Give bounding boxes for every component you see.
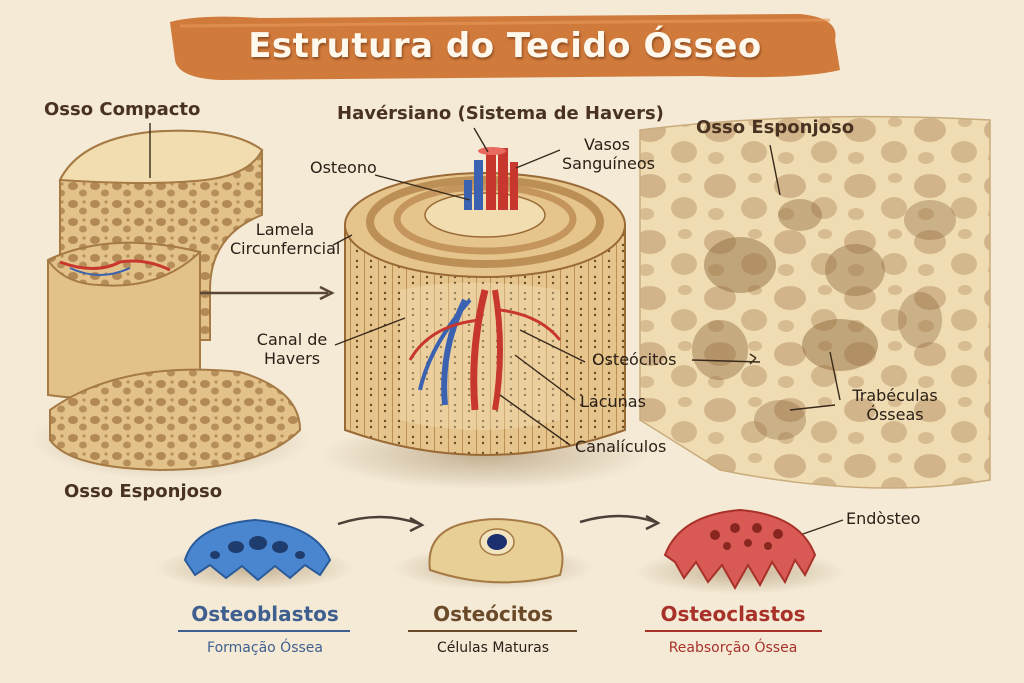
- label-canal-de-havers: Canal de Havers: [252, 330, 332, 368]
- label-osteocitos-mid: Osteócitos: [592, 350, 677, 369]
- label-canaliculos: Canalículos: [575, 437, 667, 456]
- label-trabeculas: Trabéculas Ósseas: [840, 386, 950, 424]
- label-lamela-line1: Lamela: [255, 220, 315, 239]
- arrow-osteoblast-to-osteocyte: [337, 515, 421, 526]
- label-endosteo: Endòsteo: [846, 509, 921, 528]
- label-lamela: Lamela Circunferncial: [230, 220, 340, 258]
- cell-title-osteoblastos: Osteoblastos: [191, 602, 339, 626]
- spongy-bone-illustration: [639, 115, 991, 489]
- cell-title-osteocitos: Osteócitos: [433, 602, 553, 626]
- label-vasos-line2: Sanguíneos: [562, 154, 655, 173]
- label-vasos-line1: Vasos: [584, 135, 630, 154]
- label-haversiano: Havérsiano (Sistema de Havers): [337, 103, 664, 124]
- label-osteono: Osteono: [310, 158, 377, 177]
- arrow-osteocyte-to-osteoclast: [579, 514, 656, 524]
- label-osso-esponjoso-right: Osso Esponjoso: [696, 117, 855, 138]
- label-osso-compacto: Osso Compacto: [44, 99, 201, 120]
- compact-bone-illustration: [30, 129, 310, 480]
- title-banner: Estrutura do Tecido Ósseo: [175, 16, 835, 76]
- label-canal-line1: Canal de: [256, 330, 328, 349]
- osteon-cylinder-illustration: [320, 147, 650, 490]
- title-banner-shape: [170, 14, 840, 80]
- cell-title-osteoclastos: Osteoclastos: [660, 602, 806, 626]
- label-lacunas: Lacunas: [580, 392, 646, 411]
- label-canal-line2: Havers: [263, 349, 321, 368]
- label-lamela-line2: Circunferncial: [230, 239, 341, 258]
- label-osso-esponjoso-left: Osso Esponjoso: [64, 481, 223, 502]
- leader-lines: [149, 123, 844, 536]
- label-vasos: Vasos Sanguíneos: [562, 135, 655, 173]
- cell-subtitle-osteocitos: Células Maturas: [436, 640, 549, 656]
- page-title: Estrutura do Tecido Ósseo: [248, 26, 762, 66]
- cells-illustration: [155, 508, 845, 594]
- cell-subtitle-osteoblastos: Formação Óssea: [207, 640, 323, 656]
- cell-subtitle-osteoclastos: Reabsorção Óssea: [668, 640, 798, 656]
- label-trabeculas-line1: Trabéculas: [852, 386, 938, 405]
- label-trabeculas-line2: Ósseas: [866, 405, 924, 424]
